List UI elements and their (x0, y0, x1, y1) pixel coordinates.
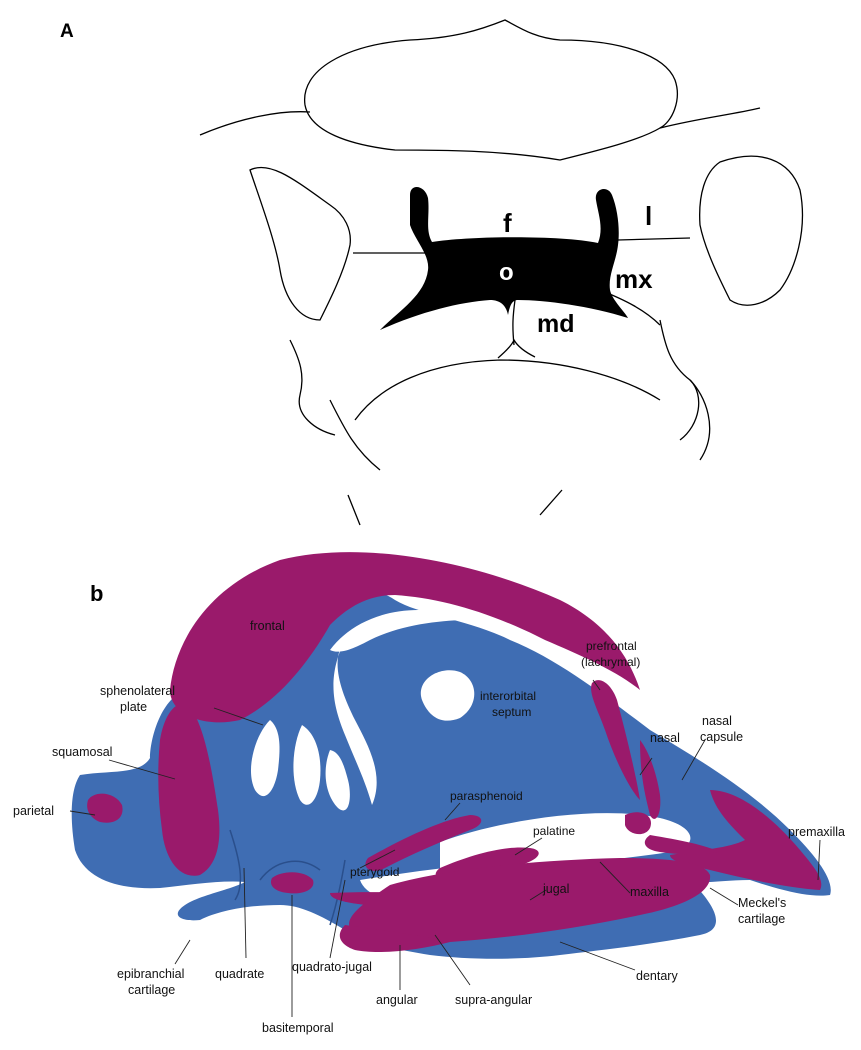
label-maxilla: maxilla (630, 885, 669, 899)
label-basitemporal: basitemporal (262, 1021, 334, 1035)
panel-b-skull-diagram: b (13, 552, 845, 1035)
label-f: f (503, 208, 512, 238)
neck-right (540, 490, 562, 515)
label-premaxilla: premaxilla (788, 825, 845, 839)
left-eye-outline (250, 167, 350, 320)
label-nasal-capsule-1: nasal (702, 714, 732, 728)
label-palatine: palatine (533, 824, 575, 838)
panel-b-letter: b (90, 581, 103, 606)
panel-a-letter: A (60, 21, 74, 42)
label-squamosal: squamosal (52, 745, 112, 759)
forebrain-outline (305, 20, 678, 160)
label-interorbital: interorbital (480, 689, 536, 703)
label-prefrontal: prefrontal (586, 639, 637, 653)
label-jugal: jugal (542, 882, 569, 896)
mandible-outline (355, 360, 660, 420)
label-pterygoid: pterygoid (350, 865, 399, 879)
basitemporal-bone (271, 872, 313, 893)
label-supra-angular: supra-angular (455, 993, 532, 1007)
label-nasal: nasal (650, 731, 680, 745)
head-right-outline (660, 108, 760, 128)
label-lachrymal: (lachrymal) (581, 655, 640, 669)
md-midline (498, 300, 535, 358)
label-o: o (499, 259, 514, 286)
right-eye-outline (700, 156, 803, 305)
label-mx: mx (615, 264, 653, 294)
label-epibranchial-2: cartilage (128, 983, 175, 997)
f-to-eye-line-right (618, 238, 690, 240)
label-meckels-1: Meckel's (738, 896, 786, 910)
label-md: md (537, 310, 575, 338)
label-quadrato-jugal: quadrato-jugal (292, 960, 372, 974)
label-nasal-capsule-2: capsule (700, 730, 743, 744)
label-quadrate: quadrate (215, 967, 264, 981)
label-sphenolateral: sphenolateral (100, 684, 175, 698)
lower-jaw-left (330, 400, 380, 470)
maxillary-left-outline (290, 340, 335, 435)
label-parasphenoid: parasphenoid (450, 789, 523, 803)
lower-jaw-right (690, 380, 710, 460)
head-left-outline (200, 112, 310, 135)
label-septum: septum (492, 705, 531, 719)
label-frontal: frontal (250, 619, 285, 633)
panel-a-embryo-face: A f l o mx md (60, 20, 802, 525)
label-epibranchial-1: epibranchial (117, 967, 184, 981)
label-meckels-2: cartilage (738, 912, 785, 926)
neck-left (348, 495, 360, 525)
label-l: l (645, 201, 652, 231)
label-angular: angular (376, 993, 418, 1007)
label-parietal: parietal (13, 804, 54, 818)
label-dentary: dentary (636, 969, 678, 983)
label-plate: plate (120, 700, 147, 714)
maxillary-right-outline (660, 320, 699, 440)
